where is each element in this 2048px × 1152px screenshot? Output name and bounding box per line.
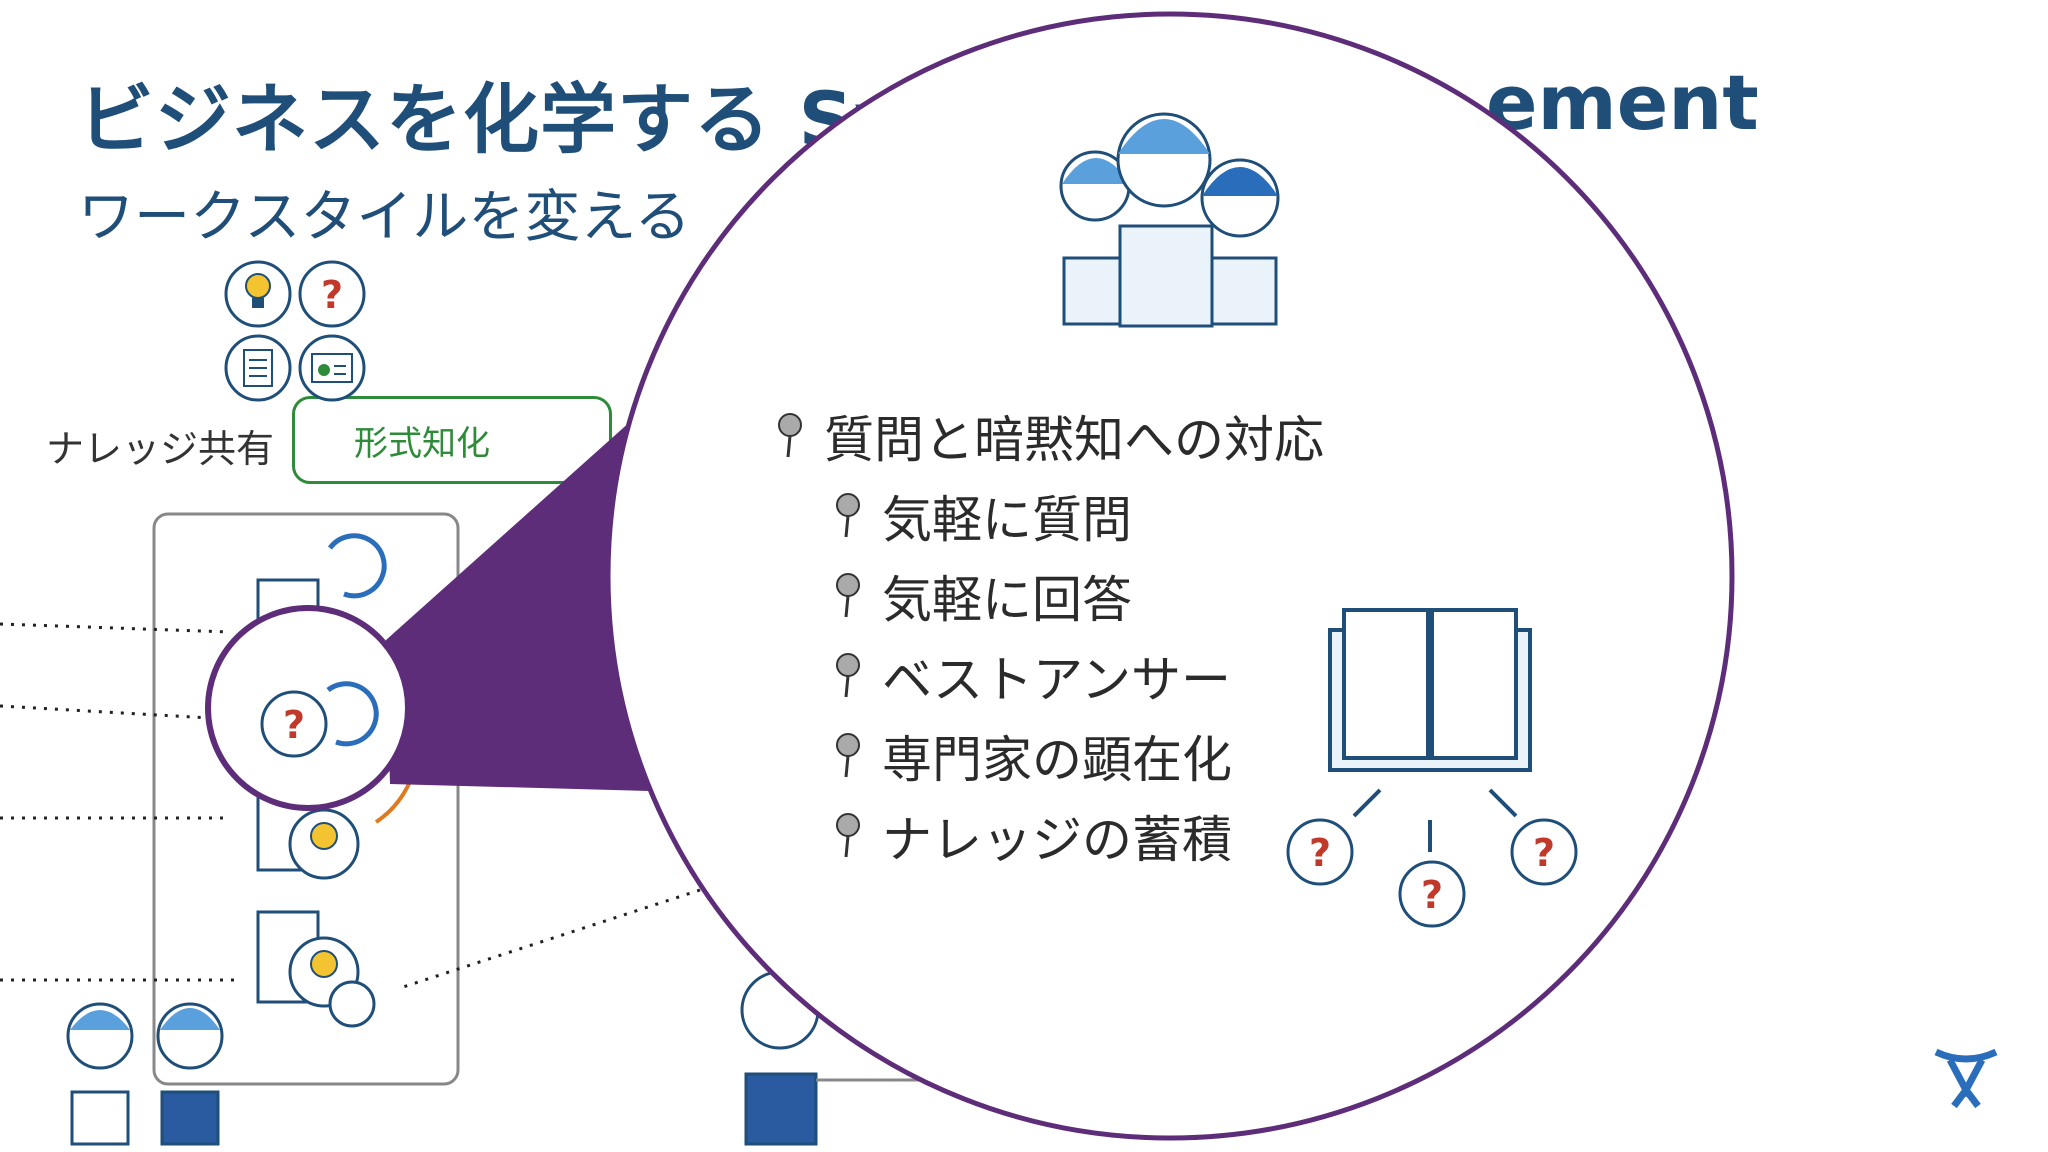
people-icon [66,1002,224,1146]
zoom-circle [605,11,1735,1141]
bullet-text: ベストアンサー [882,651,1231,709]
bullet-item: 気軽に回答 [828,560,1132,632]
slide-subtitle: ワークスタイルを変える [78,185,691,250]
bullet-text: ナレッジの蓄積 [882,811,1232,869]
document-icon [224,334,292,402]
bullet-item: 質問と暗黙知への対応 [770,400,1324,472]
bullet-text: 気軽に質問 [882,491,1132,549]
knowledge-sharing-label: ナレッジ共有 [46,427,275,471]
pushpin-icon [836,653,860,698]
svg-text:?: ? [1421,873,1443,917]
open-book-icon [1328,608,1532,852]
bullet-text: 質問と暗黙知への対応 [824,411,1324,469]
zoom-cone-body [386,370,688,792]
workflow-container [152,512,460,1086]
atlassian-logo [1934,1048,1998,1109]
dashboard-icon [298,334,366,402]
question-icon: ? [1286,818,1354,886]
document-approved-icon [256,910,376,1028]
pushpin-icon [778,413,802,458]
bullet-item: 専門家の顕在化 [828,720,1232,792]
question-icon: ? [1398,860,1466,928]
title-left: ビジネスを化学する Sy [78,75,905,164]
svg-text:?: ? [1533,831,1555,875]
bullet-item: 気軽に質問 [828,480,1132,552]
pushpin-icon [836,573,860,618]
pushpin-icon [836,813,860,858]
lightbulb-icon [224,260,292,328]
pushpin-icon [836,733,860,778]
pushpin-icon [836,493,860,538]
formal-knowledge-label: 形式知化 [354,423,490,464]
bullet-text: 専門家の顕在化 [882,731,1232,789]
bullet-item: ナレッジの蓄積 [828,800,1232,872]
team-icon [1059,112,1280,328]
title-right: ement [1486,58,1759,147]
bullet-item: ベストアンサー [828,640,1231,712]
presenter-icon [740,970,940,1146]
slide-title: ビジネスを化学する Sy [78,58,905,168]
svg-text:?: ? [283,703,305,747]
svg-text:?: ? [1309,831,1331,875]
bullet-text: 気軽に回答 [882,571,1132,629]
dotted-connectors [0,622,701,990]
question-icon: ? [298,260,366,328]
svg-text:?: ? [321,273,343,317]
magnified-question-circle: ? [205,605,411,811]
question-icon: ? [1510,818,1578,886]
